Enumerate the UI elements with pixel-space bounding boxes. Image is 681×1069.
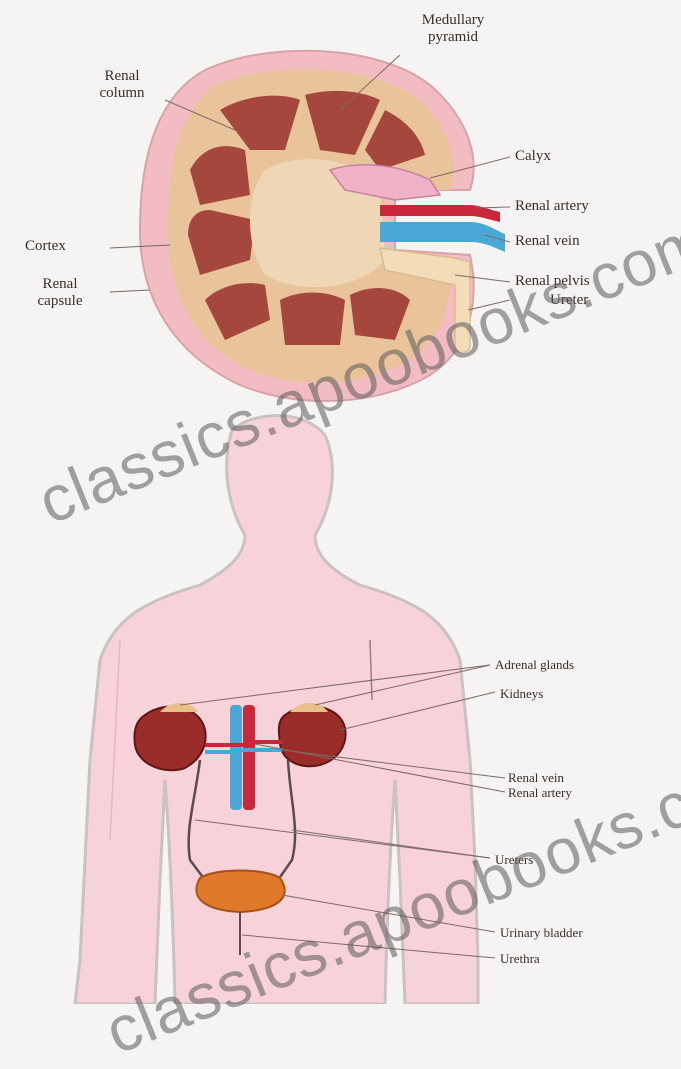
vena-cava — [243, 705, 255, 810]
kidney-anatomy-diagram: Medullary pyramid Renal column Calyx Ren… — [0, 0, 681, 1004]
urinary-bladder-shape — [196, 871, 284, 913]
label-ureters: Ureters — [495, 852, 533, 867]
label-body-renal-artery: Renal artery — [508, 785, 572, 800]
label-ureter: Ureter — [550, 292, 588, 309]
label-urinary-bladder: Urinary bladder — [500, 925, 583, 940]
left-kidney — [134, 707, 205, 771]
diagram-art — [0, 0, 681, 1004]
label-renal-capsule: Renal capsule — [10, 276, 110, 310]
label-adrenal-glands: Adrenal glands — [495, 657, 574, 672]
label-kidneys: Kidneys — [500, 686, 543, 701]
label-cortex: Cortex — [25, 238, 66, 255]
label-renal-vein: Renal vein — [515, 233, 580, 250]
right-kidney — [279, 706, 346, 766]
renal-vein-vessel — [380, 222, 505, 252]
label-renal-artery: Renal artery — [515, 198, 589, 215]
aorta — [230, 705, 242, 810]
label-urethra: Urethra — [500, 951, 540, 966]
label-medullary-pyramid: Medullary pyramid — [388, 12, 518, 46]
label-renal-column: Renal column — [72, 68, 172, 102]
body-figure — [75, 416, 478, 1004]
label-calyx: Calyx — [515, 148, 551, 165]
label-body-renal-vein: Renal vein — [508, 770, 564, 785]
body-silhouette — [75, 416, 478, 1004]
label-renal-pelvis: Renal pelvis — [515, 273, 590, 290]
kidney-cross-section — [140, 51, 505, 401]
